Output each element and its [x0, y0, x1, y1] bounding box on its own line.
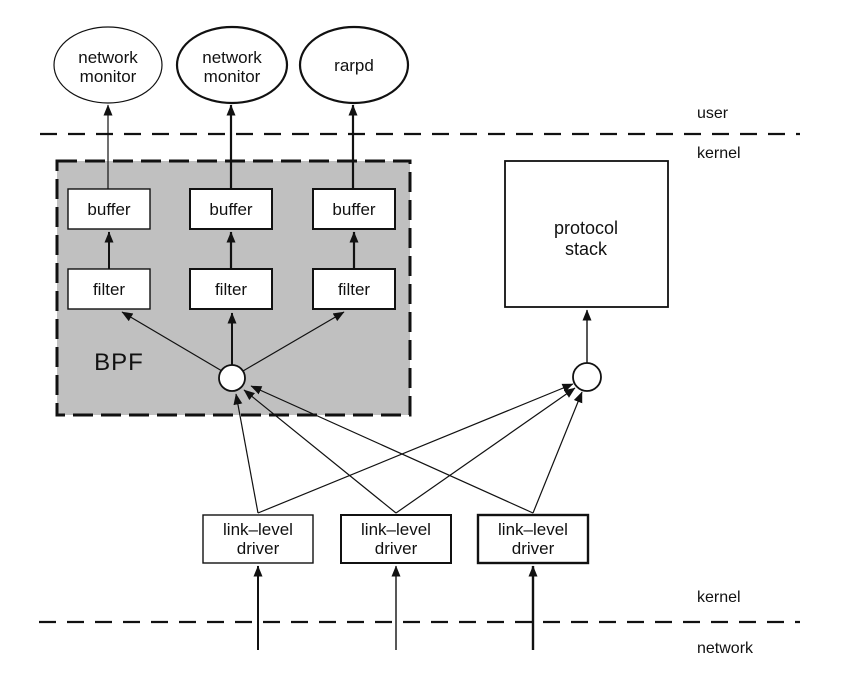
- protocol-stack-box: [504, 160, 669, 308]
- protocol-stack-label-line: stack: [565, 239, 608, 259]
- arrow-driver1-to-bpf-tap: [233, 393, 259, 514]
- filter-box-1: [67, 268, 151, 310]
- filter-box-2: [189, 268, 273, 310]
- filter-label: filter: [338, 280, 370, 299]
- driver-label-line: driver: [512, 539, 555, 558]
- filter-label: filter: [215, 280, 247, 299]
- process-label-line: monitor: [80, 67, 137, 86]
- arrow-driver2-to-stack-tap: [395, 387, 576, 514]
- driver-label-line: link–level: [498, 520, 568, 539]
- protocol-stack-label-line: protocol: [554, 218, 618, 238]
- process-label-line: rarpd: [334, 56, 374, 75]
- driver-label-line: driver: [237, 539, 280, 558]
- arrow-tap-to-filter3: [242, 311, 345, 372]
- bpf-region-label: BPF: [94, 349, 144, 376]
- filter-label: filter: [93, 280, 125, 299]
- buffer-box-3: [312, 188, 396, 230]
- driver-box-3: [476, 513, 590, 565]
- driver-label-line: link–level: [223, 520, 293, 539]
- buffer-box-2: [189, 188, 273, 230]
- buffer-label: buffer: [332, 200, 376, 219]
- driver-box-1: [202, 514, 314, 564]
- layer-label-kernel-bottom: kernel: [697, 589, 741, 606]
- driver-box-2: [340, 514, 452, 564]
- arrow-tap-to-filter1: [121, 311, 223, 372]
- process-ellipse-network-monitor-1: [53, 26, 163, 104]
- process-ellipse-network-monitor-2: [175, 25, 289, 105]
- bpf-tap-circle: [218, 364, 246, 392]
- arrow-driver1-to-stack-tap: [257, 383, 574, 514]
- arrow-driver3-to-bpf-tap: [250, 385, 534, 514]
- process-ellipse-rarpd: [298, 25, 410, 105]
- protocol-stack-tap-circle: [572, 362, 602, 392]
- process-label-line: network: [78, 48, 138, 67]
- process-label-line: monitor: [204, 67, 261, 86]
- layer-label-user: user: [697, 105, 729, 122]
- driver-label-line: link–level: [361, 520, 431, 539]
- process-label-line: network: [202, 48, 262, 67]
- buffer-label: buffer: [87, 200, 131, 219]
- layer-label-kernel-top: kernel: [697, 145, 741, 162]
- filter-box-3: [312, 268, 396, 310]
- buffer-label: buffer: [209, 200, 253, 219]
- arrow-driver2-to-bpf-tap: [243, 389, 397, 514]
- driver-label-line: driver: [375, 539, 418, 558]
- arrow-driver3-to-stack-tap: [532, 391, 583, 514]
- buffer-box-1: [67, 188, 151, 230]
- layer-label-network: network: [697, 640, 754, 657]
